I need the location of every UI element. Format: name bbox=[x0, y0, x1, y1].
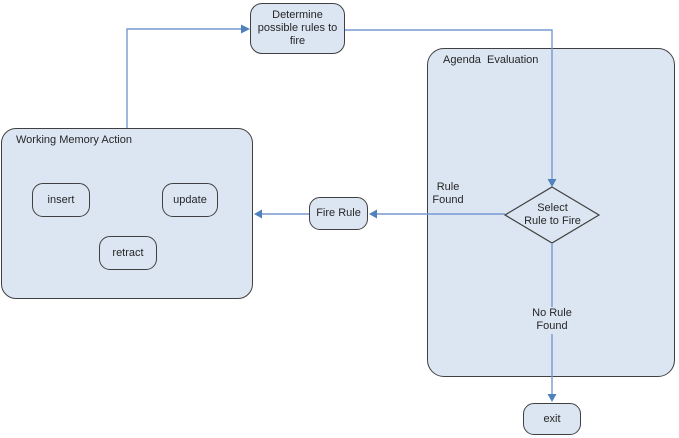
node-select-rule-label: Select Rule to Fire bbox=[524, 202, 581, 227]
arrowhead-into-wma bbox=[254, 209, 262, 219]
node-fire-rule: Fire Rule bbox=[309, 197, 368, 230]
node-determine-possible-rules: Determine possible rules to fire bbox=[250, 3, 345, 54]
edge-label-rule-found: Rule Found bbox=[432, 181, 464, 206]
node-exit: exit bbox=[523, 403, 581, 435]
node-insert: insert bbox=[32, 183, 90, 217]
arrowhead-into-firerule bbox=[369, 209, 377, 219]
arrowhead-into-exit bbox=[547, 394, 557, 402]
connector-wma-to-determine bbox=[126, 28, 241, 128]
edge-label-no-rule-found: No Rule Found bbox=[524, 307, 580, 334]
arrowhead-into-determine bbox=[241, 24, 250, 34]
node-agenda-evaluation-label: Agenda Evaluation bbox=[443, 54, 539, 66]
node-working-memory-action-label: Working Memory Action bbox=[16, 134, 132, 146]
node-update: update bbox=[162, 183, 218, 217]
node-retract: retract bbox=[99, 236, 157, 270]
